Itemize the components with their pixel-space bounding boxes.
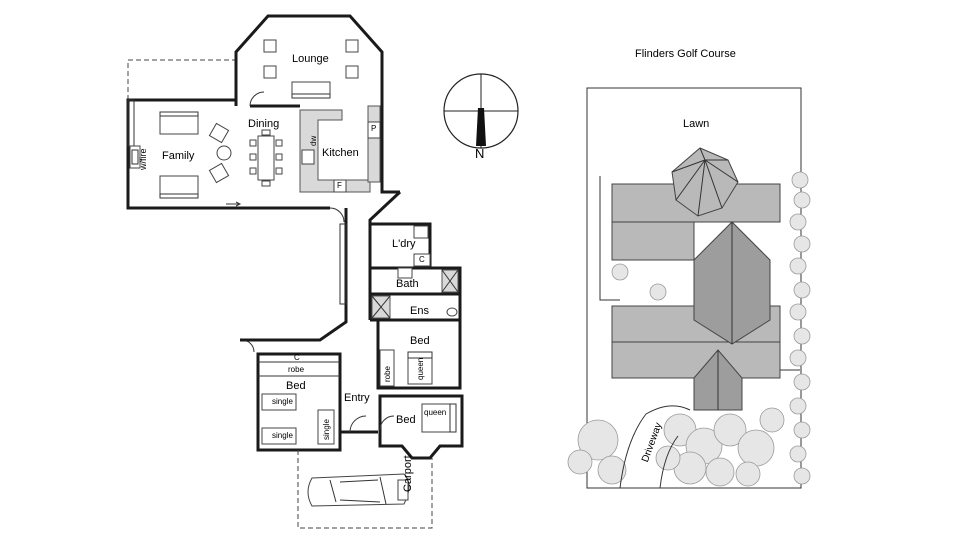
family-sofa-top-back xyxy=(159,111,199,117)
armchair-2 xyxy=(208,162,230,184)
room-label-ensuite: Ens xyxy=(410,305,429,317)
door-swing-entry xyxy=(349,415,367,433)
trees-right xyxy=(789,171,811,485)
kitchen-bench xyxy=(299,109,371,193)
trees-bottom xyxy=(567,263,785,487)
site-inner-boundary xyxy=(599,176,800,371)
driveway-edge-left xyxy=(619,405,691,489)
siteplan-title: Flinders Golf Course xyxy=(635,48,736,60)
dining-table xyxy=(257,135,275,181)
wet-area-walls xyxy=(370,222,462,322)
door-swing-lounge xyxy=(249,91,265,107)
fixture-single-1: single xyxy=(272,397,293,406)
bed-main-walls xyxy=(376,320,462,390)
fixture-robe-bed-left: robe xyxy=(288,365,305,374)
lounge-walls xyxy=(234,14,384,106)
room-label-dining: Dining xyxy=(248,118,280,130)
siteplan-lawn-label: Lawn xyxy=(683,118,710,130)
room-label-bed-front: Bed xyxy=(396,414,416,426)
fixture-single-2: single xyxy=(272,431,293,440)
queen-bed-front-pillow xyxy=(449,403,457,433)
floorplan xyxy=(126,14,464,529)
queen-bed-main-pillow xyxy=(407,351,433,359)
house-roof xyxy=(611,147,781,411)
wood-fire xyxy=(129,145,141,169)
room-label-bed-main: Bed xyxy=(410,335,430,347)
coffee-table xyxy=(216,145,232,161)
fixture-queen-main: queen xyxy=(416,357,425,380)
lounge-chair-2 xyxy=(345,39,359,53)
room-label-lounge: Lounge xyxy=(292,53,329,65)
outdoor-area xyxy=(127,59,236,100)
fixture-pantry: P xyxy=(371,124,377,133)
siteplan-driveway-label: Driveway xyxy=(640,421,665,464)
fridge xyxy=(333,179,347,193)
family-sofa-bottom-back xyxy=(159,193,199,199)
ens-toilet xyxy=(446,307,458,317)
laundry-cupboard xyxy=(413,253,431,267)
room-label-bath: Bath xyxy=(396,278,419,290)
door-swing-bedfront xyxy=(379,415,395,431)
kitchen-sink xyxy=(301,149,315,165)
dining-chairs xyxy=(249,129,283,187)
single-bed-2 xyxy=(261,427,297,445)
fixture-single-3: single xyxy=(322,419,331,440)
ens-shower-cross xyxy=(371,295,391,319)
kitchen-walls xyxy=(380,106,400,194)
room-label-laundry: L'dry xyxy=(392,238,416,250)
hall-window xyxy=(339,223,347,305)
compass xyxy=(443,73,519,149)
lounge-sofa-back xyxy=(291,93,331,99)
room-label-kitchen: Kitchen xyxy=(322,147,359,159)
armchair-1 xyxy=(208,122,230,144)
lounge-chair-4 xyxy=(345,65,359,79)
bed-front-walls xyxy=(378,394,464,460)
bath-shower-cross xyxy=(441,269,459,293)
single-bed-1 xyxy=(261,393,297,411)
bed-main-robe xyxy=(379,349,395,387)
single-bed-3 xyxy=(317,409,335,445)
carport-outline xyxy=(297,450,433,529)
compass-north-label: N xyxy=(475,146,485,161)
wood-fire-inner xyxy=(131,149,139,165)
room-label-bed-left: Bed xyxy=(286,380,306,392)
driveway-edge-right xyxy=(659,435,679,489)
fixture-fridge: F xyxy=(337,181,342,190)
fixture-robe-bed-main: robe xyxy=(383,365,392,382)
bed-left-walls xyxy=(256,352,342,452)
fixture-cupboard-bed: C xyxy=(294,353,300,362)
lounge-chair-3 xyxy=(263,65,277,79)
bath-vanity xyxy=(397,267,413,279)
room-label-carport: Carport xyxy=(402,455,414,492)
car xyxy=(307,473,410,507)
fixture-queen-front: queen xyxy=(424,408,447,417)
door-swing-hall xyxy=(329,207,345,223)
fixture-dishwasher: dw xyxy=(309,135,318,146)
lounge-chair-1 xyxy=(263,39,277,53)
hall-right-wall xyxy=(368,190,402,320)
fixture-cupboard-laundry: C xyxy=(419,255,425,264)
queen-bed-main xyxy=(407,351,433,385)
fixture-wood-fire: w/fire xyxy=(138,148,148,170)
room-label-family: Family xyxy=(162,150,195,162)
laundry-tub xyxy=(413,225,429,239)
pantry xyxy=(367,121,381,139)
family-slider-arrow xyxy=(235,201,242,207)
siteplan xyxy=(567,87,811,489)
room-label-entry: Entry xyxy=(344,392,370,404)
